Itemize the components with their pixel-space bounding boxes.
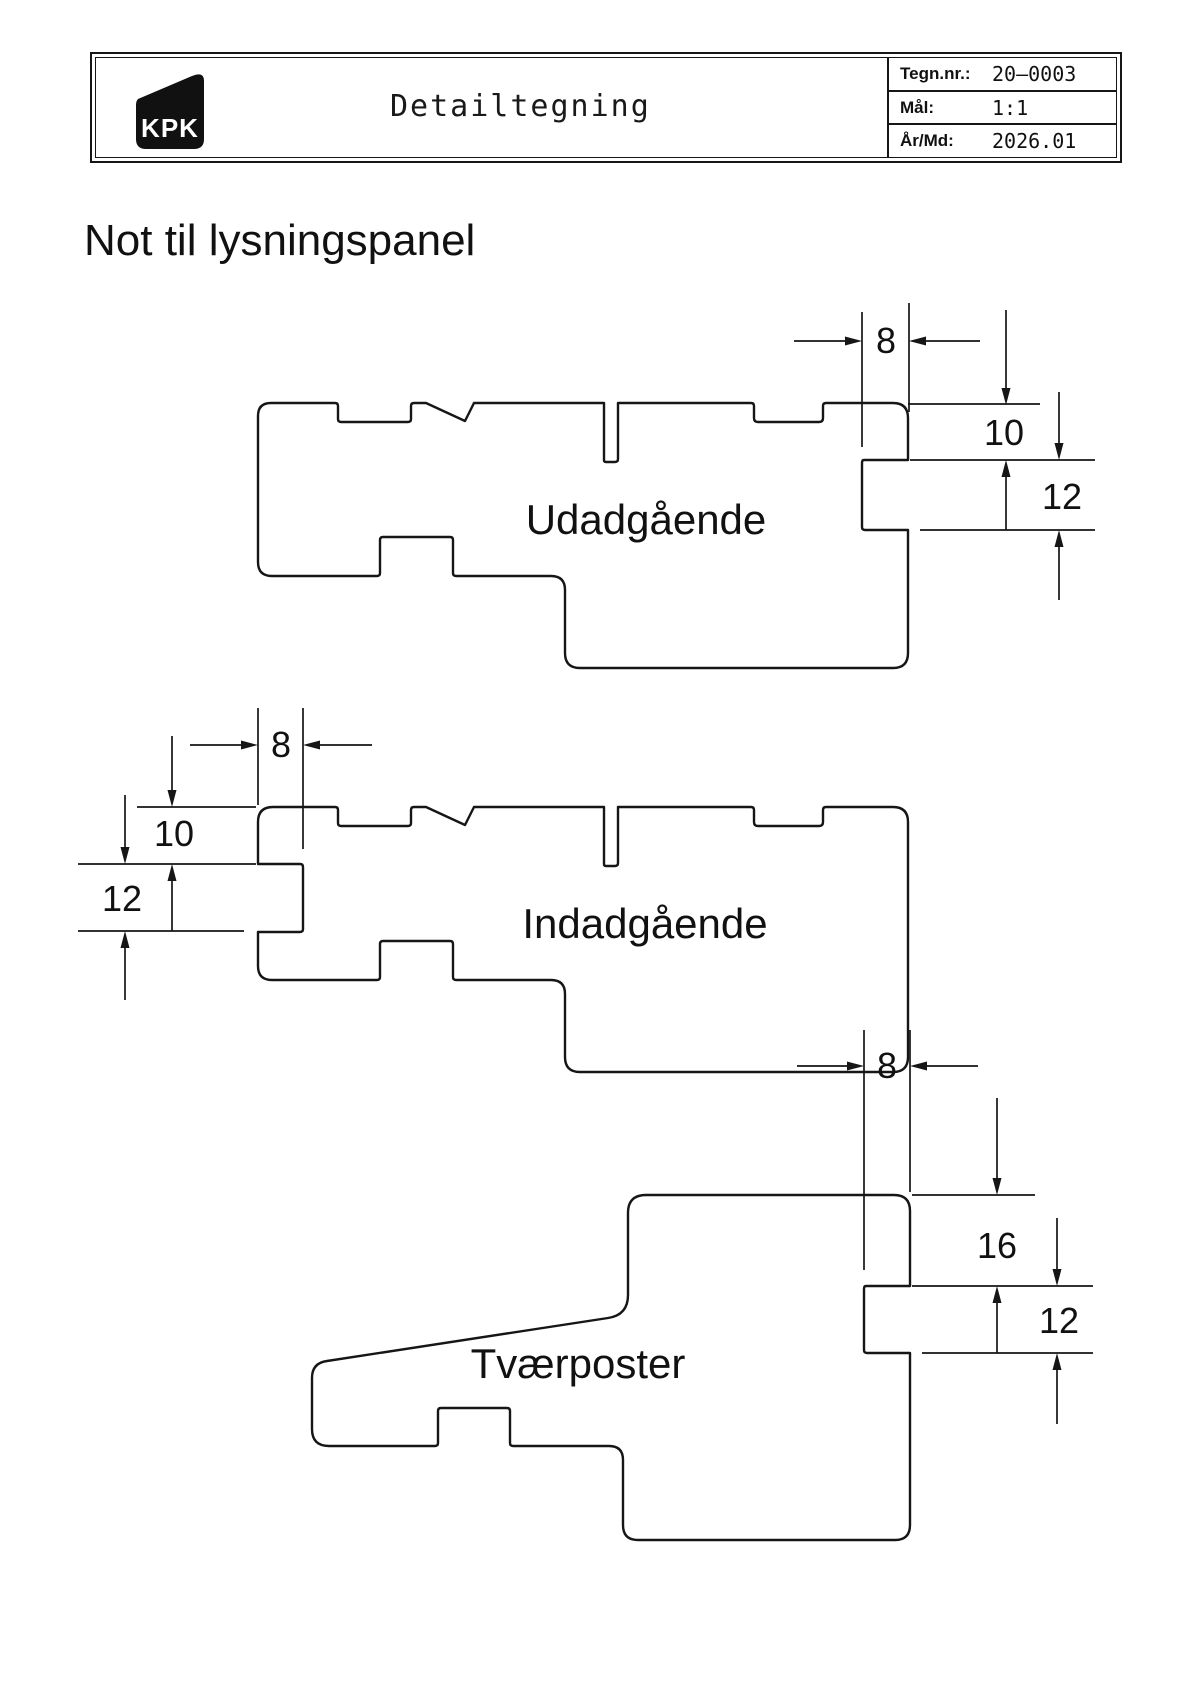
dim-label-width: 8 [877,1045,897,1086]
dim-lines [190,708,372,849]
arrowhead-right [241,740,258,750]
arrowhead-right [847,1061,864,1071]
dim-label-top-offset: 16 [977,1225,1017,1266]
sheet-heading: Not til lysningspanel [84,216,476,265]
dim-width-tvaerposter: 8 [797,1030,978,1270]
dim-label-groove-height: 12 [1042,476,1082,517]
dim-label-groove-height: 12 [102,878,142,919]
header-box: KPK Detailtegning Tegn.nr.: 20–0003 Mål:… [90,52,1122,163]
profile-label-indadgaaende: Indadgående [522,900,767,947]
dim-label-width: 8 [876,320,896,361]
arrowhead-up [1054,530,1064,547]
title-block-row-drawing-number: Tegn.nr.: 20–0003 [889,58,1116,92]
field-value-tegn-nr: 20–0003 [992,61,1077,86]
dim-vertical-tvaerposter: 16 12 [912,1098,1093,1424]
profile-label-udadgaaende: Udadgående [526,496,767,543]
arrowhead-down [120,847,130,864]
dim-width-indadgaaende: 8 [190,708,372,849]
dim-vertical-indadgaaende: 10 12 [78,736,256,1000]
profile-indadgaaende: 8 10 12 Indadgående [78,708,910,1074]
dim-lines [794,303,980,447]
dim-label-groove-height: 12 [1039,1300,1079,1341]
dim-label-width: 8 [271,724,291,765]
dim-width-udadgaaende: 8 [794,303,980,447]
header-inner-frame: KPK Detailtegning Tegn.nr.: 20–0003 Mål:… [95,57,1117,158]
dim-lines [912,1098,1093,1424]
profile-outline-udadgaaende [256,401,910,670]
profile-outline-indadgaaende [256,805,910,1074]
dim-label-top-offset: 10 [154,813,194,854]
title-block: Tegn.nr.: 20–0003 Mål: 1:1 År/Md: 2026.0… [887,58,1116,157]
title-block-row-date: År/Md: 2026.01 [889,125,1116,157]
arrowhead-down [167,790,177,807]
field-label-aar-md: År/Md: [900,131,954,151]
arrowhead-left [910,1061,927,1071]
arrowhead-up [992,1286,1002,1303]
arrowhead-down [1001,388,1011,405]
kpk-logo-shape [136,74,204,149]
field-value-maal: 1:1 [992,95,1029,120]
arrowhead-up [1052,1353,1062,1370]
profile-label-tvaerposter: Tværposter [471,1340,686,1387]
dim-vertical-udadgaaende: 10 12 [908,310,1095,600]
arrowhead-right [845,336,862,346]
kpk-logo-text: KPK [141,113,199,143]
arrowhead-left [303,740,320,750]
kpk-logo: KPK [136,74,204,149]
arrowhead-up [167,864,177,881]
arrowhead-down [1054,443,1064,460]
drawing-title: Detailtegning [390,89,651,124]
field-value-aar-md: 2026.01 [992,129,1077,154]
dim-lines [797,1030,978,1270]
field-label-maal: Mål: [900,97,934,117]
profile-tvaerposter: 8 16 12 Tværposter [310,1030,1093,1542]
profile-outline-tvaerposter [310,1193,912,1542]
arrowhead-down [992,1178,1002,1195]
dim-lines [78,736,256,1000]
profile-udadgaaende: 8 10 12 Udadgående [256,303,1095,670]
title-block-row-scale: Mål: 1:1 [889,92,1116,126]
arrowhead-up [120,931,130,948]
arrowhead-up [1001,460,1011,477]
field-label-tegn-nr: Tegn.nr.: [900,63,971,83]
dim-label-top-offset: 10 [984,412,1024,453]
dim-lines [908,310,1095,600]
arrowhead-left [909,336,926,346]
arrowhead-down [1052,1269,1062,1286]
